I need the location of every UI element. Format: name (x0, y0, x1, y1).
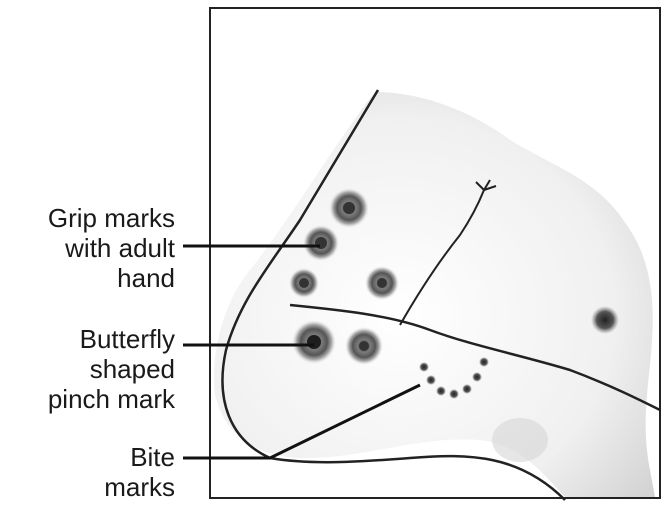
isolated-bruise (591, 306, 619, 334)
bite-marks-label: Bite marks (104, 442, 175, 502)
grip-bruise-center (377, 278, 387, 288)
grip-bruise-center (299, 278, 309, 288)
pinch-bruise-center (307, 335, 321, 349)
grip-label-line-3: hand (48, 263, 175, 293)
pinch-bruise-center (359, 341, 369, 351)
butterfly-pinch-label: Butterfly shaped pinch mark (48, 324, 175, 414)
grip-label-line-2: with adult (48, 233, 175, 263)
chin-shadow (492, 418, 548, 462)
bite-label-line-2: marks (104, 472, 175, 502)
bite-label-line-1: Bite (104, 442, 175, 472)
grip-label-line-1: Grip marks (48, 203, 175, 233)
butterfly-label-line-3: pinch mark (48, 384, 175, 414)
bite-dot (462, 384, 472, 394)
bite-dot (436, 386, 446, 396)
bite-dot (479, 357, 489, 367)
butterfly-label-line-2: shaped (48, 354, 175, 384)
grip-marks-label: Grip marks with adult hand (48, 203, 175, 293)
bite-dot (472, 372, 482, 382)
bite-dot (419, 362, 429, 372)
butterfly-label-line-1: Butterfly (48, 324, 175, 354)
bite-dot (449, 389, 459, 399)
grip-bruise-center (343, 202, 355, 214)
bite-dot (426, 375, 436, 385)
